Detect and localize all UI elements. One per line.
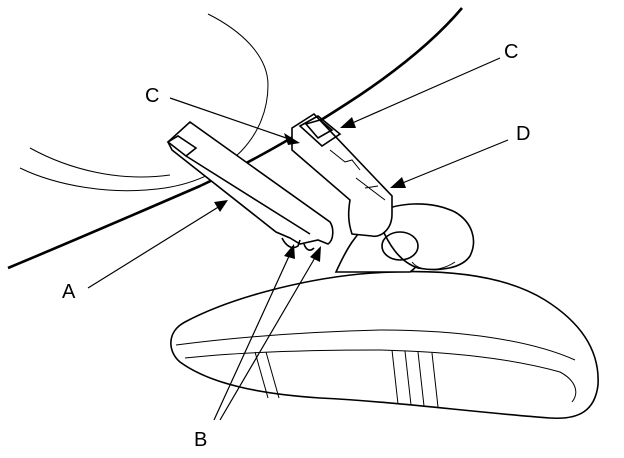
mirror-housing (170, 270, 599, 420)
socket-rim (411, 261, 456, 270)
callout-leaders (87, 57, 509, 421)
ball-socket (381, 231, 419, 261)
callout-a: A (62, 281, 76, 303)
mount-base (291, 112, 393, 238)
mount-base-detail (329, 149, 386, 201)
mount-base-slot (298, 115, 342, 148)
mirror-arm-top-face (166, 135, 311, 235)
callout-c-right: C (504, 41, 518, 63)
mirror-arm (167, 120, 334, 245)
roof-edge-line (7, 7, 463, 270)
mirror-glass-rim (175, 329, 577, 403)
callout-b: B (194, 429, 207, 451)
mirror-glass-stripes (254, 349, 439, 408)
callout-c-left: C (145, 85, 159, 107)
callout-d: D (516, 123, 530, 145)
mirror-arm-clips (281, 237, 315, 251)
